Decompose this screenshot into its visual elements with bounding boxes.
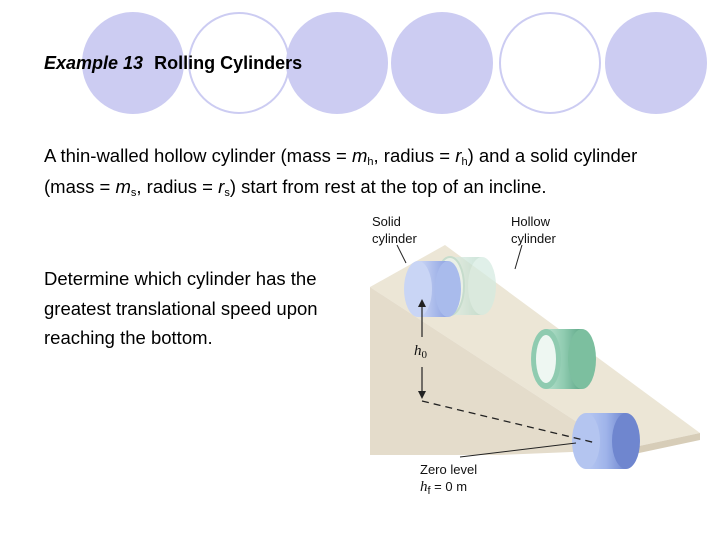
subscript: h [461,156,468,168]
slide-title: Example 13 Rolling Cylinders [44,53,302,74]
example-label: Example 13 [44,53,144,73]
mass-symbol: m [351,145,368,166]
solid-pointer [396,244,407,264]
incline-side-face [370,287,620,455]
hf-value: = 0 m [430,479,468,494]
label-line: Hollow [511,214,551,229]
subscript: f [427,485,431,497]
decorative-circle [391,12,493,114]
h0-label: h0 [414,343,428,361]
arrow-head [418,391,426,399]
label-line: Zero level [420,462,478,477]
statement-text: , radius = [373,145,456,166]
arrow-head [418,299,426,307]
solid-cylinder-bottom [572,413,640,469]
height-symbol: h [414,343,422,359]
label-line: cylinder [372,231,417,246]
statement-text: A thin-walled hollow cylinder (mass = [44,145,352,166]
incline-figure: Solid cylinder Hollow cylinder h0 Zero l… [350,205,710,525]
problem-statement: A thin-walled hollow cylinder (mass = mh… [44,140,684,202]
solid-cylinder-top [404,261,461,317]
label-line: cylinder [511,231,556,246]
incline-diagram [370,244,700,469]
subscript: h [367,156,374,168]
title-text: Rolling Cylinders [154,53,303,73]
label-line: Solid [372,214,401,229]
hf-equation: hf = 0 m [420,478,477,497]
subscript: s [130,187,137,199]
subscript: 0 [421,349,428,361]
statement-text: ) and a solid cylinder (mass = [44,145,638,197]
question-text: Determine which cylinder has the greates… [44,268,318,348]
incline-front-face [620,433,700,457]
subscript: s [224,187,230,199]
height-symbol: h [420,479,428,495]
radius-symbol: r [455,145,462,166]
decorative-circle [188,12,290,114]
zero-level-line [421,400,597,444]
radius-symbol: r [218,176,225,197]
decorative-circle [286,12,388,114]
decorative-circle [605,12,707,114]
mass-symbol: m [115,176,131,197]
zero-level-pointer [459,442,577,458]
hollow-cylinder-label: Hollow cylinder [511,213,556,247]
hollow-pointer [514,244,523,270]
decorative-circle [499,12,601,114]
decorative-circle-row [0,0,728,130]
hollow-cylinder-mid [531,329,596,389]
statement-text: ) start from rest at the top of an incli… [229,176,547,197]
zero-level-label: Zero level hf = 0 m [420,461,478,497]
statement-text: , radius = [136,176,219,197]
decorative-circle [82,12,184,114]
solid-cylinder-label: Solid cylinder [372,213,417,247]
